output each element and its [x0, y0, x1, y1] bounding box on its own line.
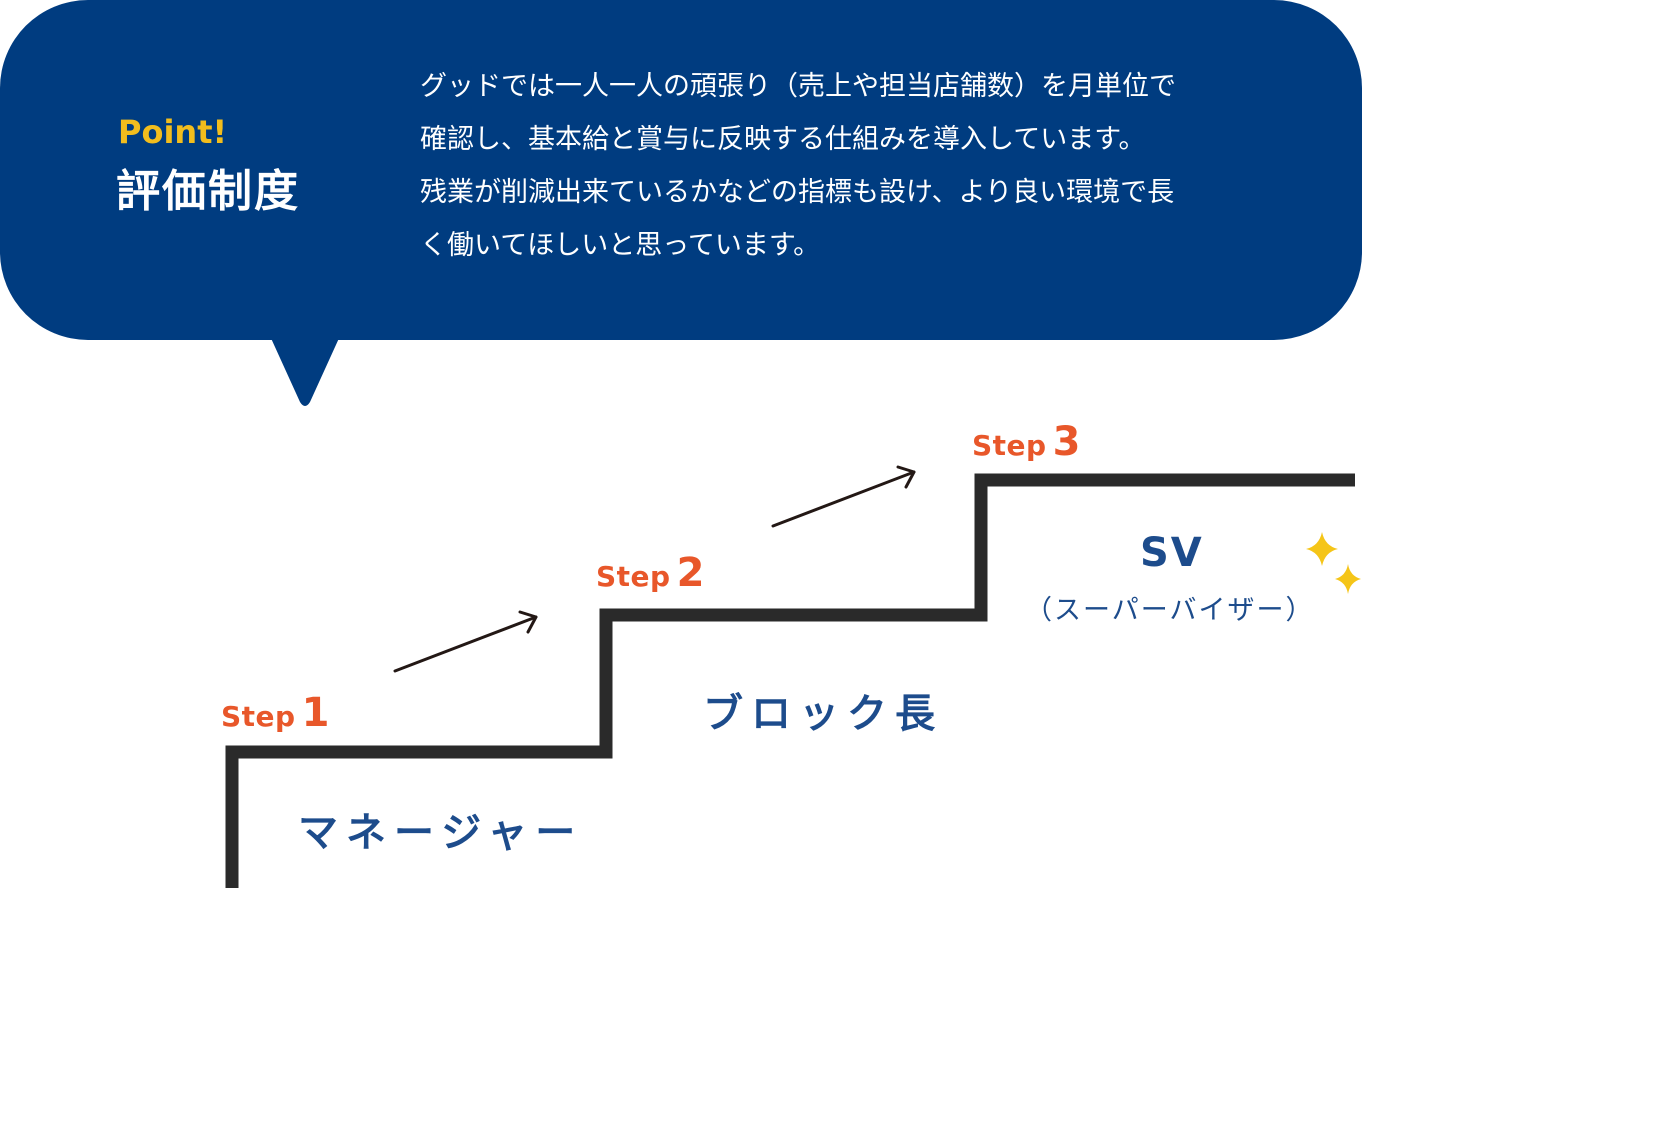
role-manager: マネージャー — [298, 810, 584, 856]
description-line: 残業が削減出来ているかなどの指標も設け、より良い環境で長 — [420, 177, 1175, 208]
sparkle-icon — [1335, 564, 1361, 594]
step-word: Step — [972, 429, 1047, 462]
callout-bubble — [0, 0, 1362, 340]
description-line: く働いてほしいと思っています。 — [420, 230, 821, 261]
role-block-leader: ブロック長 — [703, 691, 943, 737]
step-number: 3 — [1052, 419, 1081, 465]
description-line: グッドでは一人一人の頑張り（売上や担当店舗数）を月単位で — [420, 71, 1176, 102]
step-word: Step — [221, 700, 296, 733]
sparkle-icon — [1306, 532, 1338, 566]
description-line: 確認し、基本給と賞与に反映する仕組みを導入しています。 — [420, 124, 1146, 155]
staircase-line — [225, 473, 1355, 888]
role-supervisor-subtitle: （スーパーバイザー） — [1025, 595, 1315, 626]
point-badge: Point! — [118, 113, 228, 151]
role-supervisor: SV — [1140, 530, 1204, 576]
arrow-icon — [393, 610, 538, 673]
arrow-icon — [771, 465, 916, 528]
step-number: 2 — [676, 550, 705, 596]
callout-description: グッドでは一人一人の頑張り（売上や担当店舗数）を月単位で 確認し、基本給と賞与に… — [420, 60, 1280, 272]
section-title: 評価制度 — [116, 166, 300, 217]
step-number: 1 — [301, 690, 330, 736]
step-word: Step — [596, 560, 671, 593]
